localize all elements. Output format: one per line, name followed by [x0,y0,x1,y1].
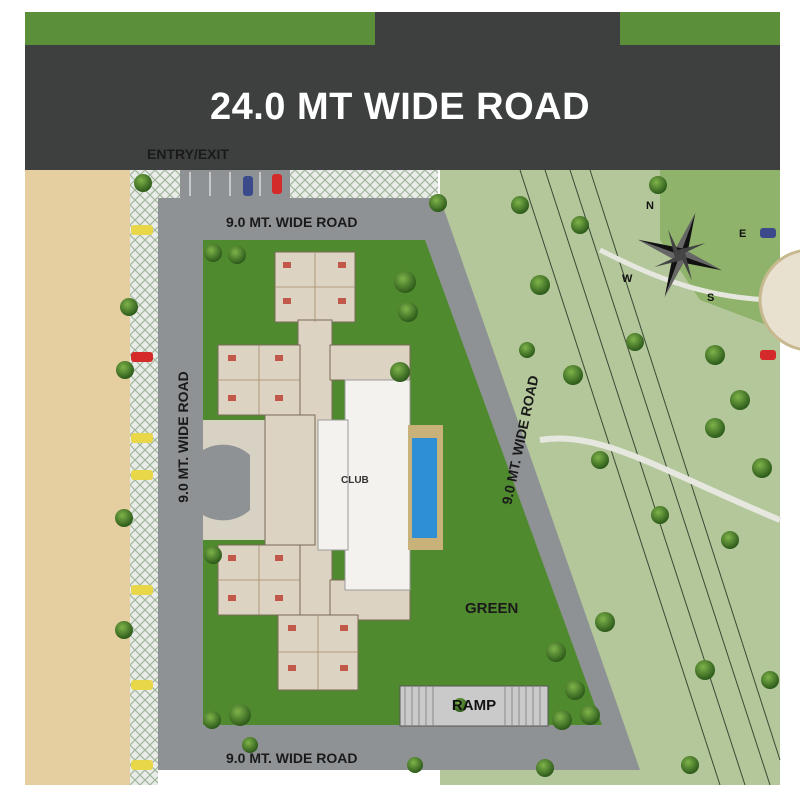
compass-south-label: S [707,292,715,304]
building-unit-grid [218,252,358,690]
ramp [399,685,549,727]
club-label: CLUB [341,475,369,486]
internal-road-bottom-label: 9.0 MT. WIDE ROAD [226,750,358,766]
parking-stalls-entry [189,172,261,196]
swimming-pool [412,438,437,538]
parked-cars [131,174,776,770]
green-label: GREEN [465,600,519,617]
park-lawn-patch [660,170,780,330]
park-footpath-2 [598,247,781,303]
park-rail-lines [519,169,781,786]
sand-strip [25,170,130,785]
compass-rose [637,212,723,298]
internal-road-top-label: 9.0 MT. WIDE ROAD [226,214,358,230]
club-building [344,379,411,591]
plaza-dropoff [203,444,250,521]
park-footpath [539,435,782,523]
compass-north-label: N [646,200,654,212]
entry-exit-label: ENTRY/EXIT [147,146,229,162]
compass-west-label: W [622,273,633,285]
entry-exit-gap [180,170,290,198]
top-green-left [25,12,375,45]
compass-east-label: E [739,228,747,240]
main-road-label: 24.0 MT WIDE ROAD [209,86,591,128]
club-annex [317,419,349,551]
main-road [25,12,780,170]
internal-road-left-label: 9.0 MT. WIDE ROAD [175,371,191,503]
ramp-label: RAMP [451,697,497,714]
unit-bed-details [228,262,348,671]
trees [115,174,779,777]
park-roundabout [758,249,800,351]
top-green-right [620,12,780,45]
